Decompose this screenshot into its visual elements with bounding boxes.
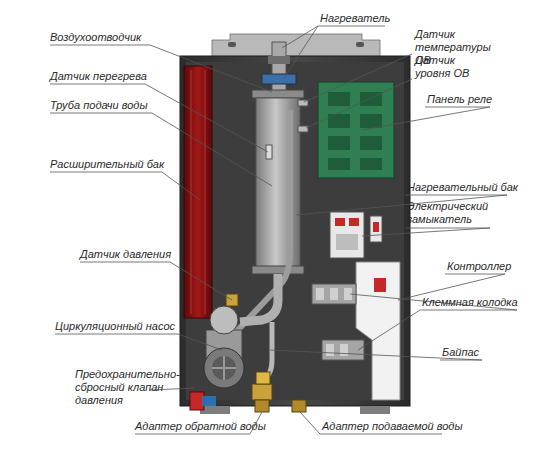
controller (356, 262, 400, 400)
part-label: Панель реле (427, 93, 527, 106)
expansion-tank (184, 66, 212, 318)
part-label: Адаптер подаваемой воды (322, 420, 472, 433)
part-label: Байпас (442, 346, 522, 359)
circulation-pump (204, 306, 244, 388)
part-label: Нагревательный бак (407, 181, 537, 194)
part-label: Расширительный бак (50, 158, 180, 171)
part-label: Адаптер обратной воды (135, 420, 275, 433)
part-label: Клеммная колодка (422, 296, 542, 309)
safety-valve (190, 392, 216, 410)
part-label: Датчик давления (80, 248, 200, 261)
part-label: Воздухоотводчик (50, 31, 170, 44)
inner-panel (186, 62, 404, 400)
part-label: Нагреватель (320, 12, 440, 25)
adapters (252, 372, 306, 412)
part-label: Датчик перегрева (50, 70, 170, 83)
part-label: Электрический замыкатель (407, 200, 507, 226)
controller-part (374, 278, 386, 292)
part-label: Контроллер (447, 260, 547, 273)
return-pipe (240, 274, 278, 322)
heating-tank (252, 42, 308, 274)
boiler-body (180, 56, 410, 406)
relay-panel (318, 82, 394, 178)
part-label: Циркуляционный насос (55, 320, 195, 333)
part-label: Труба подачи воды (50, 99, 170, 112)
bypass-pipe (262, 322, 272, 380)
leader-lines (50, 26, 517, 434)
supply-pipe (226, 110, 290, 346)
terminal-blocks (312, 284, 364, 360)
part-label: Предохранительно-сбросный клапан давлени… (75, 368, 171, 407)
part-label: Датчик уровня ОВ (415, 54, 475, 80)
